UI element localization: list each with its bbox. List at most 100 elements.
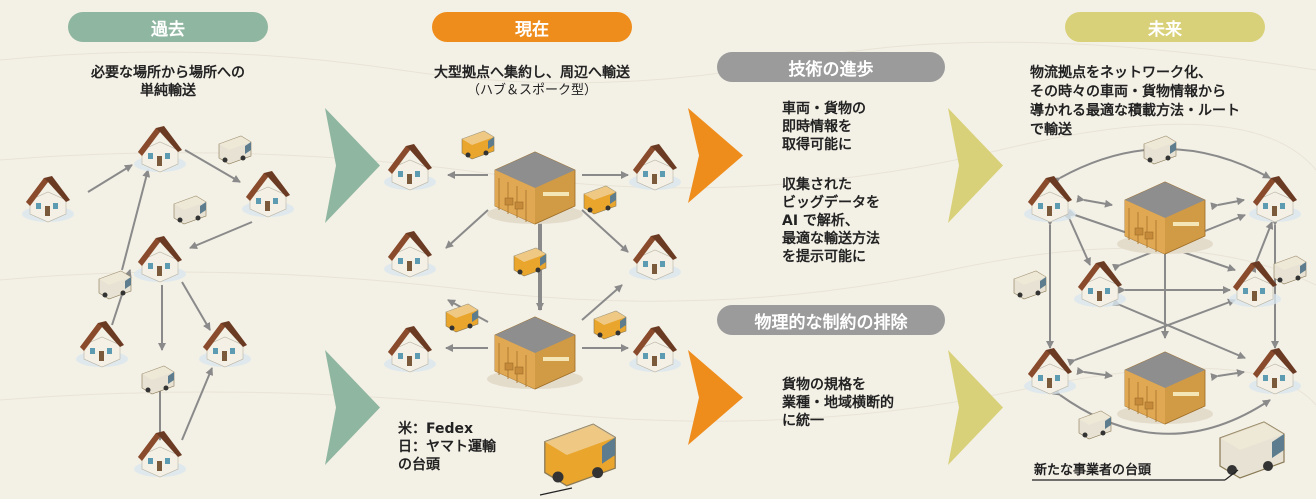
present-description: 大型拠点へ集約し、周辺へ輸送 （ハブ＆スポーク型） — [392, 64, 672, 100]
delivery-truck-icon — [173, 195, 207, 225]
to-future-chevron-lower — [948, 350, 1003, 465]
tech-p2-line3: AI で解析、 — [782, 213, 859, 229]
present-desc-line1: 大型拠点へ集約し、周辺へ輸送 — [434, 65, 630, 81]
delivery-truck-icon — [583, 185, 617, 215]
present-arrow — [581, 209, 629, 253]
present-to-tech-chevron — [688, 108, 743, 203]
future-arrow — [1210, 197, 1245, 211]
pointer-line — [1224, 469, 1239, 481]
tech-point-bigdata: 収集された ビッグデータを AI で解析、 最適な輸送方法 を提示可能に — [782, 176, 880, 266]
delivery-truck-icon — [218, 135, 252, 165]
future-arrow — [1076, 367, 1113, 379]
future-description: 物流拠点をネットワーク化、 その時々の車両・貨物情報から 導かれる最適な積載方法… — [1030, 64, 1310, 140]
physical-line2: 業種・地域横断的 — [782, 395, 894, 411]
past-arrow — [181, 281, 211, 331]
tech-point-realtime: 車両・貨物の 即時情報を 取得可能に — [782, 100, 866, 154]
future-note: 新たな事業者の台頭 — [1034, 463, 1152, 478]
tech-p2-line1: 収集された — [782, 177, 852, 193]
house-icon — [199, 321, 251, 368]
physical-line1: 貨物の規格を — [782, 377, 866, 393]
large-delivery-truck-icon — [544, 423, 616, 487]
house-icon — [1024, 348, 1076, 395]
house-icon — [134, 236, 186, 283]
present-note-line3: の台頭 — [398, 457, 440, 473]
physical-header: 物理的な制約の排除 — [717, 305, 945, 335]
past-arrow — [87, 164, 133, 193]
house-icon — [384, 231, 436, 278]
tech-p2-line2: ビッグデータを — [782, 195, 880, 211]
past-arrow — [181, 367, 213, 441]
warehouse-icon — [487, 316, 583, 390]
pointer-line — [539, 487, 573, 496]
house-icon — [629, 234, 681, 281]
future-curve-arrow — [1051, 387, 1271, 435]
future-arrow — [1063, 211, 1091, 266]
past-header: 過去 — [68, 12, 268, 42]
physical-line3: に統一 — [782, 413, 824, 429]
house-icon — [22, 176, 74, 223]
future-desc-line4: で輸送 — [1030, 122, 1072, 138]
tech-p1-line1: 車両・貨物の — [782, 101, 866, 117]
house-icon — [384, 326, 436, 373]
tech-p2-line4: 最適な輸送方法 — [782, 231, 880, 247]
present-desc-line2: （ハブ＆スポーク型） — [466, 83, 597, 98]
future-desc-line3: 導かれる最適な積載方法・ルート — [1030, 103, 1240, 119]
past-arrow — [121, 169, 151, 271]
future-arrow — [1248, 221, 1274, 273]
delivery-truck-icon — [1078, 410, 1112, 440]
warehouse-icon — [1117, 181, 1213, 255]
present-note: 米：Fedex 日：ヤマト運輸 の台頭 — [398, 420, 496, 474]
warehouse-icon — [1117, 351, 1213, 425]
past-to-present-chevron-lower — [325, 350, 380, 465]
past-to-present-chevron-upper — [325, 108, 380, 223]
house-icon — [384, 144, 436, 191]
future-header: 未来 — [1065, 12, 1265, 42]
future-arrow — [1067, 298, 1236, 367]
present-arrow — [581, 284, 623, 321]
house-icon — [134, 431, 186, 478]
past-description: 必要な場所から場所への 単純輸送 — [58, 64, 278, 100]
past-desc-line2: 単純輸送 — [140, 83, 196, 99]
house-icon — [1249, 348, 1301, 395]
warehouse-icon — [487, 151, 583, 225]
present-note-line1: 米：Fedex — [398, 421, 474, 437]
tech-p1-line3: 取得可能に — [782, 137, 852, 153]
house-icon — [1249, 176, 1301, 223]
house-icon — [1024, 176, 1076, 223]
delivery-truck-icon — [98, 270, 132, 300]
large-delivery-truck-icon — [1219, 421, 1285, 479]
present-arrow — [445, 209, 489, 249]
physical-description: 貨物の規格を 業種・地域横断的 に統一 — [782, 376, 894, 430]
to-future-chevron-upper — [948, 108, 1003, 223]
future-desc-line2: その時々の車両・貨物情報から — [1030, 84, 1226, 100]
delivery-truck-icon — [593, 310, 627, 340]
delivery-truck-icon — [445, 303, 479, 333]
delivery-truck-icon — [461, 130, 495, 160]
delivery-truck-icon — [513, 247, 547, 277]
future-arrow — [1210, 369, 1245, 382]
past-arrow — [189, 221, 253, 249]
present-note-line2: 日：ヤマト運輸 — [398, 439, 496, 455]
past-arrow — [184, 149, 241, 183]
delivery-truck-icon — [1143, 135, 1177, 165]
house-icon — [76, 321, 128, 368]
future-desc-line1: 物流拠点をネットワーク化、 — [1030, 65, 1212, 81]
house-icon — [629, 326, 681, 373]
tech-header: 技術の進歩 — [717, 52, 945, 82]
future-arrow — [1076, 194, 1113, 208]
house-icon — [629, 144, 681, 191]
tech-p1-line2: 即時情報を — [782, 119, 852, 135]
tech-p2-line5: を提示可能に — [782, 249, 866, 265]
delivery-truck-icon — [141, 365, 175, 395]
present-header: 現在 — [432, 12, 632, 42]
delivery-truck-icon — [1013, 270, 1047, 300]
future-arrow — [1111, 298, 1246, 359]
house-icon — [1074, 261, 1126, 308]
house-icon — [242, 171, 294, 218]
present-to-physical-chevron — [688, 350, 743, 445]
past-desc-line1: 必要な場所から場所への — [91, 65, 245, 81]
house-icon — [134, 126, 186, 173]
house-icon — [1229, 261, 1281, 308]
delivery-truck-icon — [1273, 255, 1307, 285]
